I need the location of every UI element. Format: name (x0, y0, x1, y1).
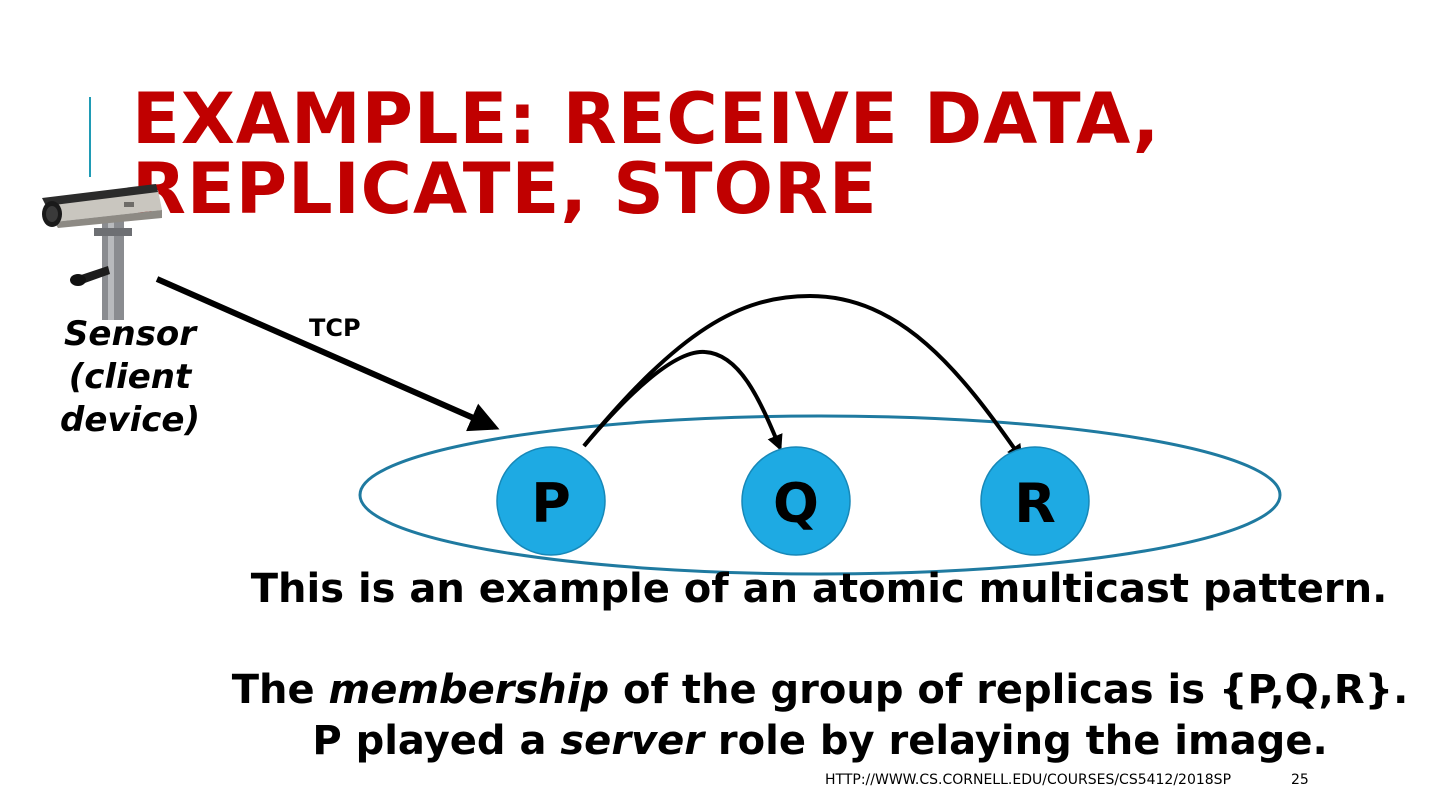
caption-atomic-multicast: This is an example of an atomic multicas… (0, 566, 1440, 612)
caption-line-1: This is an example of an atomic multicas… (250, 566, 1388, 612)
slide-title-line-2: REPLICATE, STORE (132, 148, 878, 230)
caption-server-role: P played a server role by relaying the i… (0, 718, 1440, 764)
caption-line-2-end: of the group of replicas is {P,Q,R}. (609, 667, 1409, 713)
sensor-label-line-1: Sensor (63, 314, 197, 354)
caption-membership: The membership of the group of replicas … (0, 667, 1440, 713)
slide-title-line-1: EXAMPLE: RECEIVE DATA, (132, 78, 1161, 160)
node-q-label: Q (773, 472, 819, 535)
footer-url: HTTP://WWW.CS.CORNELL.EDU/COURSES/CS5412… (825, 772, 1232, 788)
node-r-label: R (1014, 472, 1056, 535)
replica-group-ellipse (358, 414, 1282, 576)
caption-line-3-start: P played a (312, 718, 561, 764)
caption-line-3-end: role by relaying the image. (703, 718, 1328, 764)
slide-number: 25 (1291, 772, 1309, 788)
node-p: P (496, 446, 606, 556)
security-camera-icon (42, 184, 162, 320)
relay-arrow-p-to-q (582, 349, 783, 451)
tcp-arrow (155, 276, 500, 432)
node-q: Q (741, 446, 851, 556)
caption-line-3-emphasis: server (560, 718, 704, 764)
node-r: R (980, 446, 1090, 556)
sensor-label-line-2: (client (68, 357, 192, 397)
sensor-label-line-3: device) (60, 400, 200, 440)
relay-arrow-p-to-r (582, 293, 1023, 461)
node-p-label: P (531, 472, 571, 535)
slide-title: EXAMPLE: RECEIVE DATA, REPLICATE, STORE (132, 84, 1160, 224)
tcp-label: TCP (309, 314, 361, 342)
caption-line-2-emphasis: membership (328, 667, 610, 713)
sensor-label: Sensor (client device) (40, 313, 220, 442)
caption-line-2-start: The (231, 667, 329, 713)
title-accent-line (89, 97, 91, 177)
